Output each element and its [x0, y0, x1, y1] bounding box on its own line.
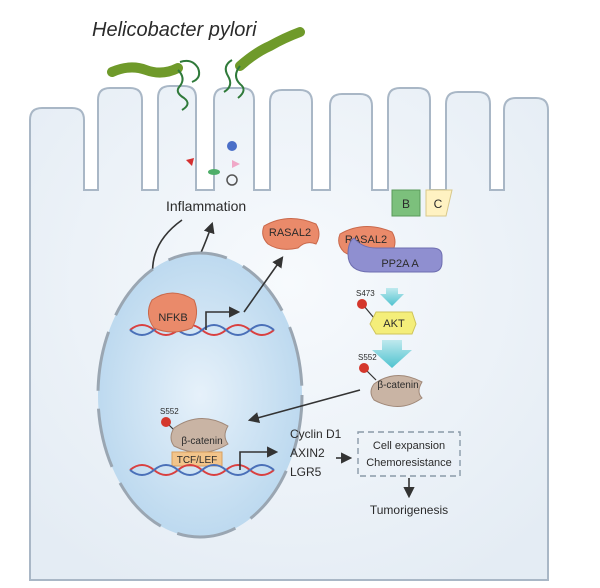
s552-cyto-label: S552	[358, 353, 377, 362]
bcatenin-nuc-label: β-catenin	[181, 436, 222, 447]
gene-cyclin-d1: Cyclin D1	[290, 427, 342, 441]
bcatenin-nuc-protein	[170, 418, 229, 453]
outcome-cell-expansion: Cell expansion	[373, 440, 445, 452]
phospho-akt	[357, 299, 367, 309]
inflammation-label: Inflammation	[166, 198, 246, 214]
phospho-bcatenin-nuc	[161, 417, 171, 427]
s552-nuc-label: S552	[160, 407, 179, 416]
bacterial-factors	[186, 141, 240, 186]
akt-protein	[369, 311, 417, 335]
title-label: Helicobacter pylori	[92, 19, 257, 41]
s473-label: S473	[356, 289, 375, 298]
phospho-bcatenin-cyto	[359, 363, 369, 373]
nfkb-protein	[148, 292, 198, 333]
rasal2-free-protein	[262, 218, 320, 250]
outcome-chemoresistance: Chemoresistance	[366, 457, 452, 469]
h-pylori-bacteria	[107, 27, 305, 111]
dna-strand-upper	[129, 324, 275, 336]
teal-arrow-to-akt	[380, 288, 404, 306]
nfkb-label: NFKB	[158, 312, 187, 324]
pp2a-protein	[347, 237, 443, 273]
subunit-b-box	[391, 189, 421, 217]
subunit-c-shape	[425, 189, 453, 217]
promoter-arrow-lower	[239, 446, 279, 470]
arrow-bcatenin-to-nucleus	[247, 389, 361, 424]
pp2a-label: PP2A A	[381, 258, 419, 270]
tumorigenesis-label: Tumorigenesis	[370, 503, 448, 517]
tcf-lef-label: TCF/LEF	[177, 455, 218, 466]
bcatenin-cyto-label: β-catenin	[377, 380, 418, 391]
subunit-b-label: B	[402, 197, 410, 211]
bcatenin-cyto-protein	[370, 375, 423, 407]
promoter-arrow-upper	[205, 306, 241, 330]
rasal2-free-label: RASAL2	[269, 227, 311, 239]
akt-label: AKT	[383, 318, 405, 330]
nucleus	[96, 251, 304, 539]
arrow-to-rasal2	[243, 256, 284, 313]
gene-axin2: AXIN2	[290, 446, 325, 460]
gene-lgr5: LGR5	[290, 465, 322, 479]
subunit-c-label: C	[434, 197, 443, 211]
teal-arrow-to-bcatenin	[372, 340, 412, 368]
dna-strand-lower	[129, 464, 275, 476]
outcome-box	[357, 431, 461, 477]
